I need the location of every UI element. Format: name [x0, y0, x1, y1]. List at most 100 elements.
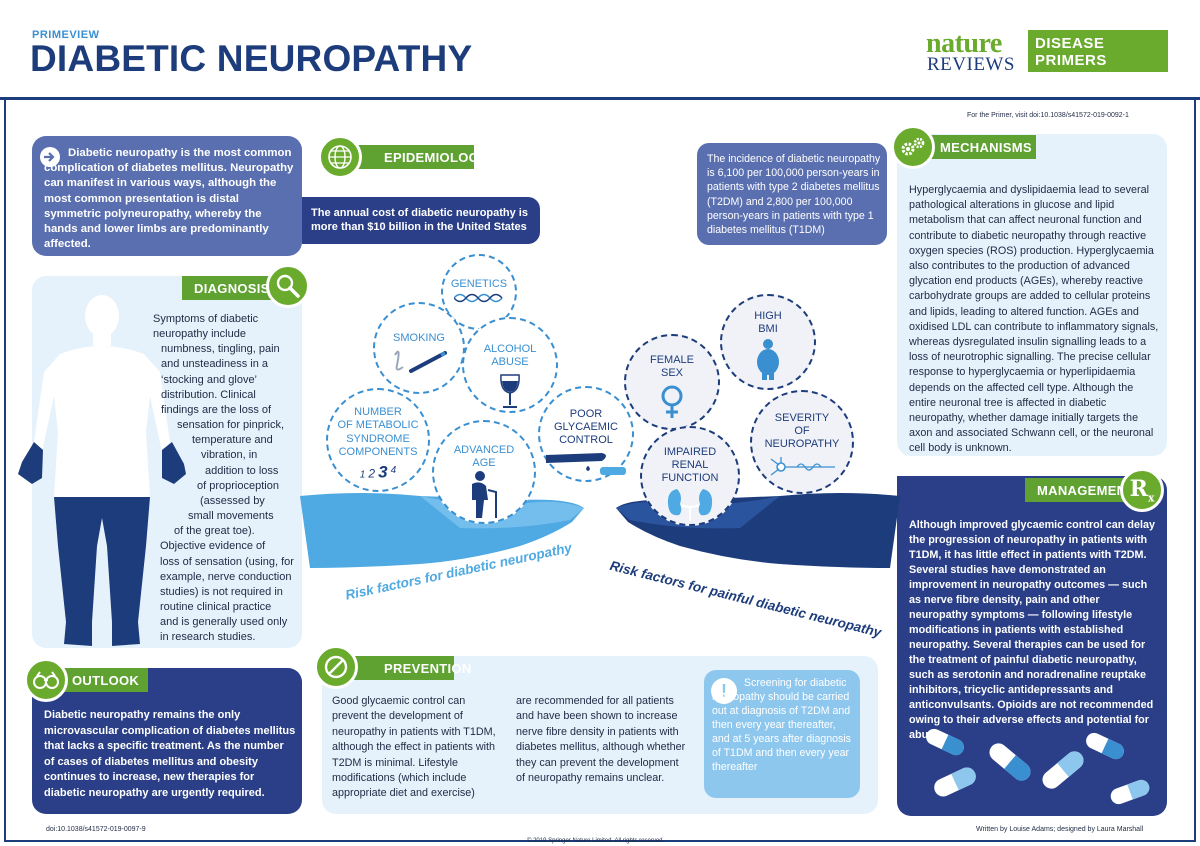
risk-age: ADVANCED AGE: [432, 420, 536, 524]
diagnosis-line: neuropathy include: [153, 328, 246, 341]
page-title: DIABETIC NEUROPATHY: [30, 38, 473, 79]
footer-doi: doi:10.1038/s41572-019-0097-9: [46, 826, 146, 833]
globe-icon: [318, 135, 362, 179]
diagnosis-line: in research studies.: [160, 631, 256, 644]
cost-text: The annual cost of diabetic neuropathy i…: [311, 207, 528, 233]
diagnosis-line: addition to loss: [205, 464, 279, 477]
diagnosis-line: of proprioception: [197, 479, 279, 492]
risk-bmi-label1: HIGH: [754, 310, 782, 322]
diagnosis-line: sensation for pinprick,: [177, 419, 284, 432]
diagnosis-tag: DIAGNOSIS: [182, 276, 278, 300]
risk-metabolic-line: OF METABOLIC: [337, 419, 419, 432]
logo-disease-primers: DISEASE PRIMERS: [1028, 30, 1168, 72]
diagnosis-line: studies) is not required in: [160, 585, 283, 598]
risk-glycaemic-line: CONTROL: [559, 434, 613, 446]
person-icon: [757, 339, 779, 380]
diagnosis-line: small movements: [188, 510, 274, 523]
risk-metabolic-line: SYNDROME: [346, 432, 410, 445]
number-1: 1: [359, 469, 366, 481]
rx-icon: Rx: [1120, 468, 1164, 512]
outlook-box: [32, 668, 302, 814]
primeview-label: PRIMEVIEW: [32, 29, 100, 41]
logo-disease: DISEASE: [1035, 35, 1105, 52]
risk-renal-line: FUNCTION: [661, 472, 719, 484]
diagnosis-line: routine clinical practice: [160, 600, 272, 613]
primer-link: For the Primer, visit doi:10.1038/s41572…: [967, 112, 1129, 119]
diagnosis-line: numbness, tingling, pain: [161, 343, 280, 356]
footer-credits: Written by Louise Adams; designed by Lau…: [976, 826, 1144, 833]
diagnosis-text: Symptoms of diabetic neuropathy include …: [124, 312, 296, 645]
intro-box: [32, 136, 302, 256]
risk-severity: SEVERITY OF NEUROPATHY: [750, 390, 854, 494]
diagnosis-line: findings are the loss of: [161, 403, 272, 416]
incidence-box: [697, 143, 887, 245]
diagnosis-line: Symptoms of diabetic: [153, 313, 259, 325]
incidence-text: The incidence of diabetic neuropathy is …: [707, 153, 881, 237]
intro-text: Diabetic neuropathy is the most common c…: [44, 147, 294, 251]
diagnosis-line: example, nerve conduction: [160, 570, 292, 583]
risk-high-bmi: HIGH BMI: [720, 294, 816, 390]
risk-glycaemic-line: POOR: [569, 408, 603, 420]
risk-metabolic-line: COMPONENTS: [338, 446, 418, 459]
number-2: 2: [368, 466, 376, 481]
risk-metabolic: NUMBER OF METABOLIC SYNDROME COMPONENTS …: [326, 388, 430, 492]
risk-smoking: SMOKING: [373, 302, 465, 394]
risk-female-sex: FEMALE SEX: [624, 334, 720, 430]
outlook-text: Diabetic neuropathy remains the only mic…: [44, 709, 296, 799]
human-body-illustration: [18, 295, 186, 646]
diagnosis-line: and is generally used only: [160, 616, 288, 629]
risk-metabolic-line: NUMBER: [354, 406, 402, 418]
prohibited-icon: [314, 645, 358, 689]
prevention-col1: Good glycaemic control can prevent the d…: [332, 695, 496, 800]
diagnosis-line: Objective evidence of: [160, 540, 266, 553]
metabolic-numbers: 1 2 3 4: [359, 462, 397, 482]
number-4: 4: [390, 464, 397, 476]
risk-glycaemic-line: GLYCAEMIC: [554, 421, 618, 433]
risk-severity-line: NEUROPATHY: [764, 438, 840, 450]
risk-alcohol-label1: ALCOHOL: [483, 343, 537, 355]
finger-prick-icon: [546, 453, 626, 475]
logo-reviews: REVIEWS: [927, 54, 1015, 75]
management-text: Although improved glycaemic control can …: [909, 519, 1155, 741]
diagnosis-line: vibration, in: [201, 449, 258, 462]
gears-icon: [891, 125, 935, 169]
mechanisms-box: [897, 134, 1167, 456]
kidneys-icon: [667, 489, 713, 521]
female-symbol-icon: [661, 385, 683, 418]
management-box: [897, 476, 1167, 816]
cost-box: [302, 197, 540, 244]
dna-icon: [454, 293, 503, 303]
risk-severity-line: OF: [794, 425, 810, 437]
risk-female-label1: FEMALE: [649, 354, 694, 366]
risk-age-label1: ADVANCED: [453, 444, 515, 456]
page-frame: [4, 100, 1196, 842]
screening-text: Screening for diabetic neuropathy should…: [712, 677, 851, 773]
risk-renal: IMPAIRED RENAL FUNCTION: [640, 426, 740, 526]
mechanisms-text: Hyperglycaemia and dyslipidaemia lead to…: [909, 184, 1159, 455]
diagnosis-line: temperature and: [192, 434, 273, 447]
pills-icon: [926, 728, 1150, 805]
logo-nature: nature: [926, 28, 1002, 59]
diagnosis-line: (assessed by: [200, 494, 265, 507]
risk-alcohol-label2: ABUSE: [491, 356, 529, 368]
risk-smoking-label: SMOKING: [393, 332, 445, 344]
diagnosis-line: distribution. Clinical: [161, 388, 256, 401]
wine-glass-icon: [500, 374, 520, 408]
diagnosis-line: of the great toe).: [174, 525, 255, 538]
risk-alcohol: ALCOHOL ABUSE: [462, 317, 558, 413]
risk-severity-line: SEVERITY: [774, 412, 830, 424]
risk-glycaemic: POOR GLYCAEMIC CONTROL: [538, 386, 634, 482]
binoculars-icon: [24, 658, 68, 702]
nature-reviews-logo: nature REVIEWS DISEASE PRIMERS: [926, 28, 1168, 75]
number-3: 3: [378, 462, 388, 482]
diagnosis-line: and unsteadiness in a: [161, 358, 269, 371]
arrow-right-icon: [40, 147, 60, 167]
risk-bmi-label2: BMI: [758, 323, 778, 335]
risk-renal-line: RENAL: [671, 459, 709, 471]
diagnosis-line: loss of sensation (using, for: [160, 555, 294, 568]
mechanisms-tag: MECHANISMS: [916, 135, 1036, 159]
risk-genetics-label: GENETICS: [450, 278, 508, 290]
cigarette-icon: [394, 350, 447, 373]
risk-age-label2: AGE: [472, 457, 496, 469]
risk-female-label2: SEX: [660, 367, 683, 379]
